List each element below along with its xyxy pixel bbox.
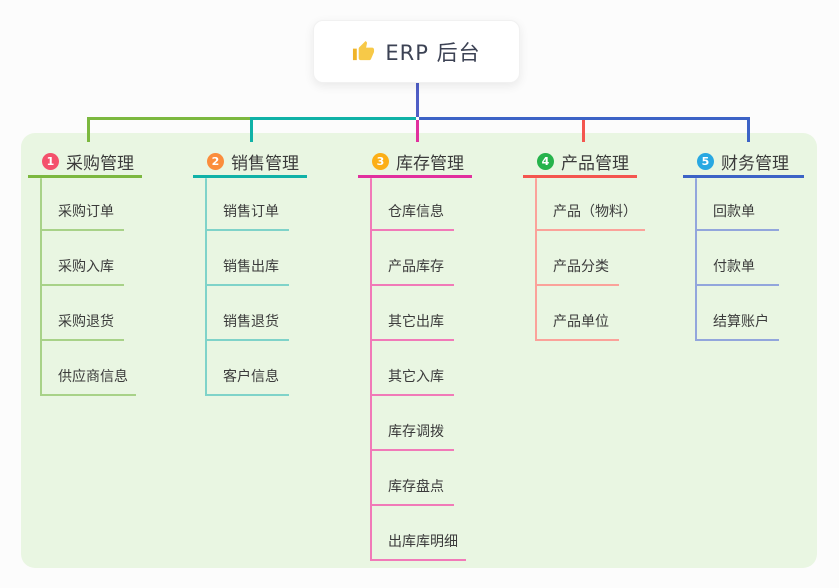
branch-4-drop-connector xyxy=(582,120,585,142)
child-node[interactable]: 仓库信息 xyxy=(370,201,454,231)
branch-3-drop-connector xyxy=(416,120,419,142)
child-node[interactable]: 客户信息 xyxy=(205,366,289,396)
child-node[interactable]: 产品单位 xyxy=(535,311,619,341)
branches-panel-background xyxy=(21,133,817,568)
child-node[interactable]: 结算账户 xyxy=(695,311,779,341)
branch-header-5[interactable]: 5 财务管理 xyxy=(683,148,804,178)
branch-1-horizontal-connector xyxy=(87,117,252,120)
branch-title: 销售管理 xyxy=(231,154,299,174)
branch-title: 库存管理 xyxy=(396,154,464,174)
branch-1-children-spine xyxy=(40,178,42,396)
branch-badge-5: 5 xyxy=(697,153,714,170)
branch-header-4[interactable]: 4 产品管理 xyxy=(523,148,637,178)
branch-badge-3: 3 xyxy=(372,153,389,170)
child-node[interactable]: 其它出库 xyxy=(370,311,454,341)
child-node[interactable]: 产品（物料） xyxy=(535,201,645,231)
branch-badge-2: 2 xyxy=(207,153,224,170)
child-node[interactable]: 付款单 xyxy=(695,256,779,286)
mindmap-root-node[interactable]: ERP 后台 xyxy=(313,20,520,83)
root-title: ERP 后台 xyxy=(385,40,481,65)
branch-badge-1: 1 xyxy=(42,153,59,170)
child-node[interactable]: 产品库存 xyxy=(370,256,454,286)
branch-5-children-spine xyxy=(695,178,697,341)
root-connector-line xyxy=(416,83,419,117)
child-node[interactable]: 出库库明细 xyxy=(370,531,466,561)
child-node[interactable]: 回款单 xyxy=(695,201,779,231)
child-node[interactable]: 采购订单 xyxy=(40,201,124,231)
branch-1-drop-connector xyxy=(87,117,90,142)
child-node[interactable]: 产品分类 xyxy=(535,256,619,286)
child-node[interactable]: 供应商信息 xyxy=(40,366,136,396)
child-node[interactable]: 销售出库 xyxy=(205,256,289,286)
branch-4-children-spine xyxy=(535,178,537,341)
branch-title: 财务管理 xyxy=(721,154,789,174)
branch-title: 采购管理 xyxy=(66,154,134,174)
branch-3-children-spine xyxy=(370,178,372,561)
branch-header-2[interactable]: 2 销售管理 xyxy=(193,148,307,178)
thumbs-up-icon xyxy=(352,40,375,63)
child-node[interactable]: 采购入库 xyxy=(40,256,124,286)
branch-2-drop-connector xyxy=(250,117,253,142)
branch-5-drop-connector xyxy=(747,117,750,142)
child-node[interactable]: 销售订单 xyxy=(205,201,289,231)
child-node[interactable]: 其它入库 xyxy=(370,366,454,396)
child-node[interactable]: 销售退货 xyxy=(205,311,289,341)
child-node[interactable]: 库存盘点 xyxy=(370,476,454,506)
branch-title: 产品管理 xyxy=(561,154,629,174)
branch-header-3[interactable]: 3 库存管理 xyxy=(358,148,472,178)
branch-header-1[interactable]: 1 采购管理 xyxy=(28,148,142,178)
branch-5-horizontal-connector xyxy=(419,117,750,120)
branch-2-horizontal-connector xyxy=(252,117,416,120)
child-node[interactable]: 库存调拨 xyxy=(370,421,454,451)
branch-badge-4: 4 xyxy=(537,153,554,170)
branch-2-children-spine xyxy=(205,178,207,396)
child-node[interactable]: 采购退货 xyxy=(40,311,124,341)
